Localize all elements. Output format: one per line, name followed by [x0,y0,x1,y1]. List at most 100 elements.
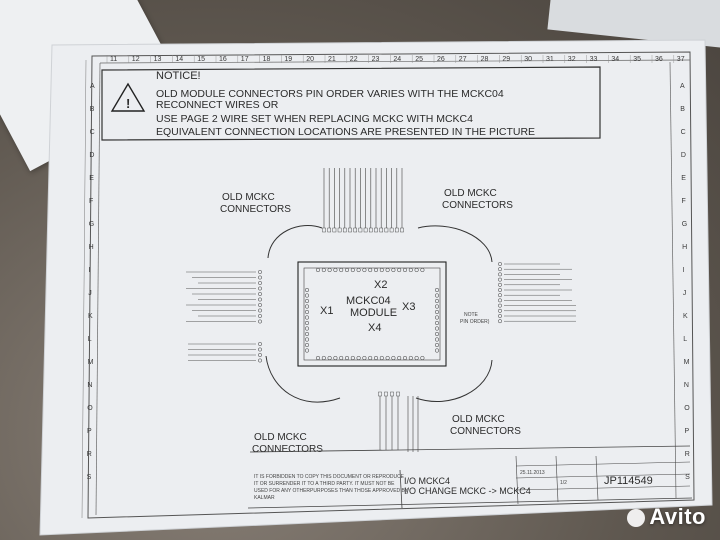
column-number: 26 [437,56,445,63]
column-number: 14 [175,56,183,63]
x4-label: X4 [368,322,381,334]
notice-line-3: USE PAGE 2 WIRE SET WHEN REPLACING MCKC … [156,113,473,125]
pin-x2 [339,267,344,273]
column-number: 37 [677,56,685,63]
old-connectors-label-topleft-1: OLD MCKC [222,192,275,203]
row-letter: M [88,359,94,366]
pin-x2 [362,267,367,273]
column-number: 27 [459,56,467,63]
x3-label: X3 [402,301,415,313]
row-letter: G [89,221,94,228]
column-number: 23 [372,56,380,63]
pin-x2 [327,267,332,273]
row-letter: R [87,451,92,458]
pin-x1 [304,315,310,320]
row-letter: C [681,129,686,136]
column-number: 32 [568,56,576,63]
row-letter: D [681,152,686,159]
module-box [297,261,447,367]
column-number: 36 [655,56,663,63]
pin-x1 [304,298,310,304]
old-connectors-label-topright-2: CONNECTORS [442,200,513,211]
pin-x1 [304,293,310,298]
pin-x3 [434,287,440,293]
legal-line-4: KALMAR [254,495,275,501]
row-letter: S [685,474,690,481]
pin-x4 [368,355,373,361]
row-letter: N [87,382,92,389]
pin-x3 [434,298,440,304]
column-number: 13 [154,56,162,63]
pin-x3 [434,348,440,353]
pin-x2 [333,267,338,273]
notice-line-2: RECONNECT WIRES OR [156,99,279,111]
pin-x2 [356,267,361,273]
pin-x3 [434,337,440,342]
pin-x4 [333,355,338,361]
module-name: MCKC04 [346,295,391,307]
row-letter: N [684,382,689,389]
row-letter: F [682,198,686,205]
pin-x4 [362,355,367,361]
row-letter: A [680,83,685,90]
column-number: 20 [306,56,314,63]
old-connectors-label-topright-1: OLD MCKC [444,188,497,199]
avito-watermark: Avito [627,504,706,530]
column-number: 22 [350,56,358,63]
pin-x4 [344,355,350,361]
pin-x2 [373,267,379,273]
date-field: 25.11.2013 [520,470,545,476]
x1-label: X1 [320,305,333,317]
column-number: 30 [524,56,532,63]
pin-order-note-2: PIN ORDER) [460,319,490,325]
pin-x4 [385,355,390,361]
pin-x2 [397,267,402,273]
pin-x2 [391,267,396,273]
notice-line-1: OLD MODULE CONNECTORS PIN ORDER VARIES W… [156,88,504,100]
row-letter: H [682,244,687,251]
row-letter: O [684,405,690,412]
legal-line-1: IT IS FORBIDDEN TO COPY THIS DOCUMENT OR… [254,474,405,480]
row-letter: O [87,405,93,412]
pin-x4 [327,355,332,361]
row-letter: I [88,267,90,274]
pin-x3 [434,293,440,298]
row-letter: M [684,359,690,366]
pin-x4 [315,355,321,361]
pin-x4 [350,355,355,361]
notice-line-4: EQUIVALENT CONNECTION LOCATIONS ARE PRES… [156,126,535,138]
legal-line-2: IT OR SURRENDER IT TO A THIRD PARTY. IT … [254,481,395,487]
row-letter: L [683,336,687,343]
pin-x2 [344,267,350,273]
pin-x1 [304,309,310,315]
row-letter: D [89,152,94,159]
column-number: 12 [132,56,140,63]
column-number: 16 [219,56,227,63]
pin-x4 [373,355,379,361]
pin-x1 [304,337,310,342]
module-word: MODULE [350,307,397,319]
pin-x3 [434,342,440,348]
pin-x4 [414,355,419,361]
row-letter: H [89,244,94,251]
pin-x2 [414,267,419,273]
pin-x1 [304,342,310,348]
row-letter: C [90,129,95,136]
row-letter: F [89,198,93,205]
row-letter: J [683,290,687,297]
column-number: 18 [263,56,271,63]
pin-x2 [379,267,384,273]
pin-x3 [434,309,440,315]
row-letter: B [90,106,95,113]
row-letter: A [90,83,95,90]
watermark-text: Avito [649,504,706,529]
pin-x4 [391,355,396,361]
pin-x2 [408,267,413,273]
column-number: 25 [415,56,423,63]
row-letter: B [680,106,685,113]
warning-icon [110,82,146,112]
pin-x3 [434,326,440,331]
notice-title: NOTICE! [156,70,201,82]
